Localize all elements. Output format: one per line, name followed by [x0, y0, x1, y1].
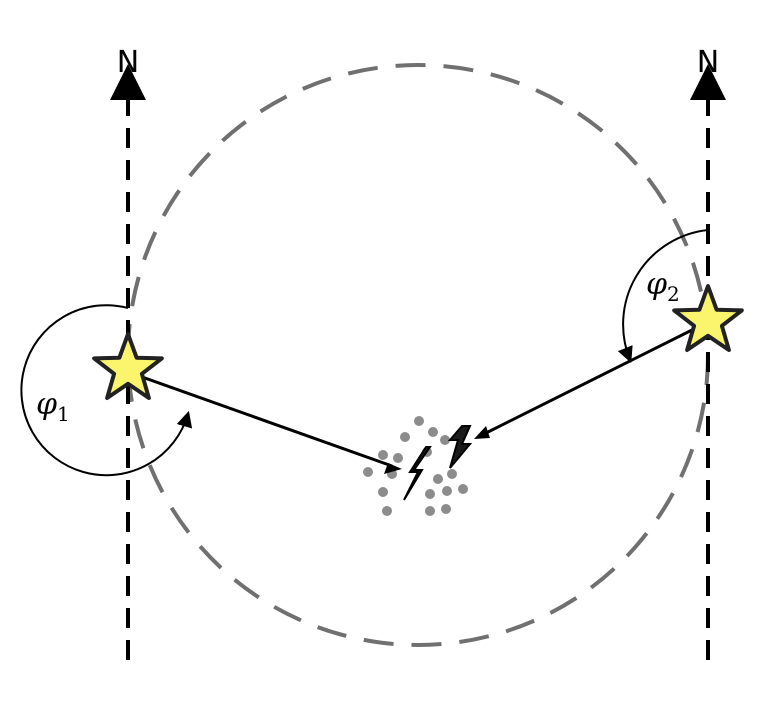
source-dot: [458, 484, 468, 494]
star-icon: [92, 332, 164, 400]
angle-symbol-2: φ: [646, 267, 667, 302]
lightning-bolt-icon: [403, 446, 432, 501]
bearing-line-2: [483, 320, 709, 436]
north-label-right: N: [697, 45, 719, 80]
source-dot: [363, 467, 373, 477]
angle-symbol-1: φ: [36, 387, 57, 422]
source-dot: [378, 450, 388, 460]
source-dot: [393, 453, 403, 463]
source-dot: [440, 435, 450, 445]
source-dot: [400, 432, 410, 442]
source-dot: [441, 504, 451, 514]
angle-label-2: φ2: [646, 267, 680, 306]
angle-subscript-1: 1: [57, 402, 70, 426]
bearing-line-1: [127, 370, 393, 468]
source-dot: [442, 486, 452, 496]
angle-arc-2: [617, 229, 709, 363]
source-dot: [447, 469, 457, 479]
lightning-bolt-icon: [447, 425, 473, 469]
arrowhead-icon: [474, 426, 490, 439]
dashed-range-circle: [126, 63, 710, 647]
arrowhead-icon: [384, 463, 402, 474]
source-dot: [378, 487, 388, 497]
source-dot: [433, 474, 443, 484]
source-dot: [425, 489, 435, 499]
source-dot-cluster: [363, 416, 468, 516]
source-dot: [382, 506, 392, 516]
source-dot: [414, 416, 424, 426]
source-dot: [428, 427, 438, 437]
angle-subscript-2: 2: [667, 282, 680, 306]
angle-arc-1: [20, 304, 193, 477]
source-dot: [425, 506, 435, 516]
north-label-left: N: [117, 45, 139, 80]
angle-label-1: φ1: [36, 387, 70, 426]
star-icon: [672, 284, 744, 352]
